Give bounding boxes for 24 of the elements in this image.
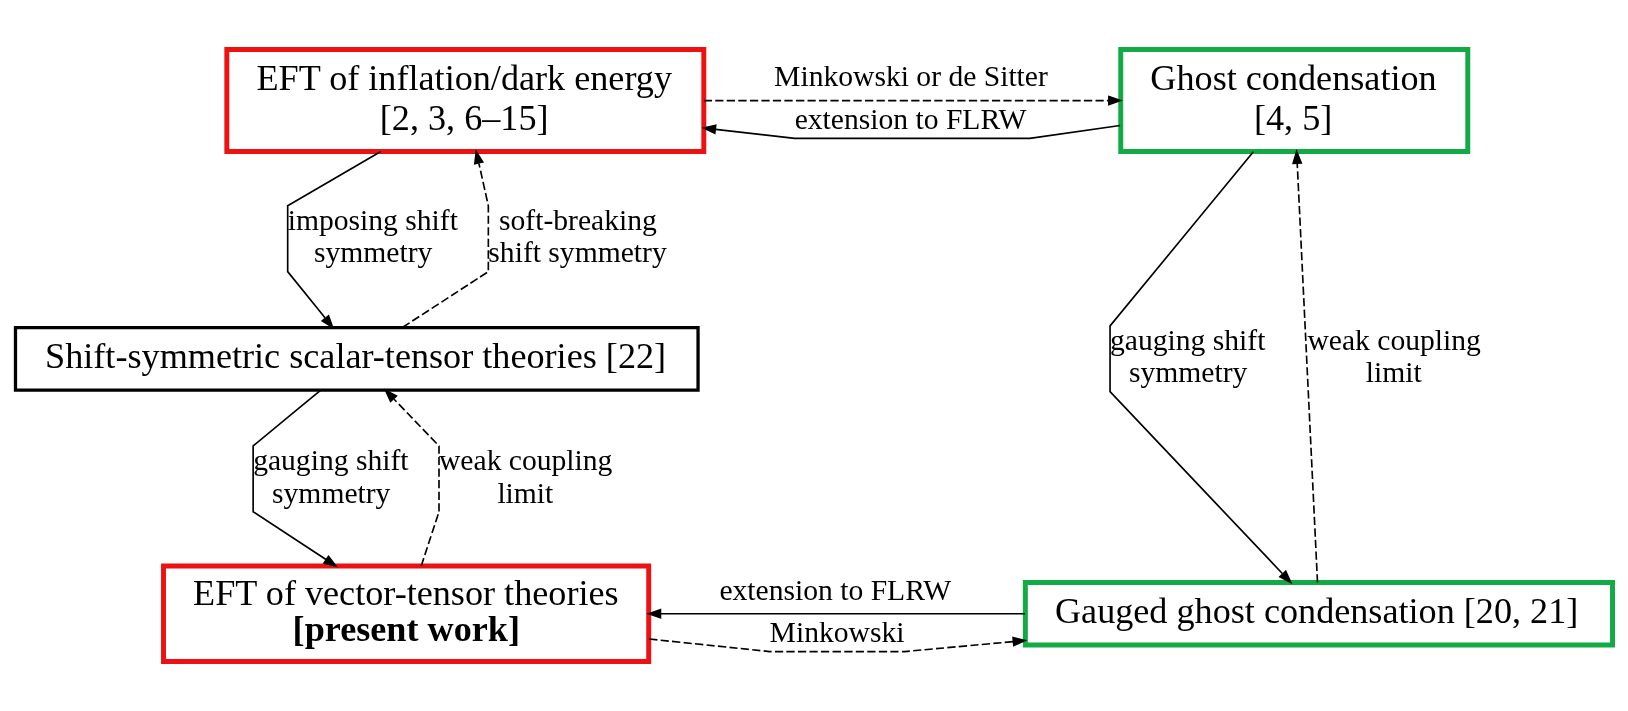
edge-label: gauging shift symmetry [253,443,409,509]
edge-label: Minkowski or de Sitter [774,60,1048,93]
edge-label: Minkowski [769,616,905,649]
arrow [1109,151,1293,585]
edge-label: weak coupling limit [439,443,613,509]
arrow [701,124,1121,140]
node-box: Gauged ghost condensation [20, 21] [1022,580,1615,648]
node-box: Ghost condensation [4, 5] [1118,47,1471,154]
edge-label: imposing shift symmetry [287,203,458,269]
arrow [646,608,1026,619]
arrow [1292,149,1319,584]
edge-label: soft-breaking shift symmetry [488,203,667,269]
edge-label: gauging shift symmetry [1110,323,1266,389]
arrow [383,388,440,567]
edge-label: weak coupling limit [1307,323,1481,389]
node-box: EFT of inflation/dark energy [2, 3, 6–15] [224,47,707,154]
edge-label: extension to FLRW [794,103,1027,136]
node-box: Shift-symmetric scalar-tensor theories [22] [13,325,700,392]
node-box: EFT of vector-tensor theories [present work] [161,563,652,664]
arrow [401,149,490,329]
arrow [252,389,338,568]
edge-label: extension to FLRW [719,573,952,606]
arrow [703,95,1123,106]
arrow [648,636,1028,653]
